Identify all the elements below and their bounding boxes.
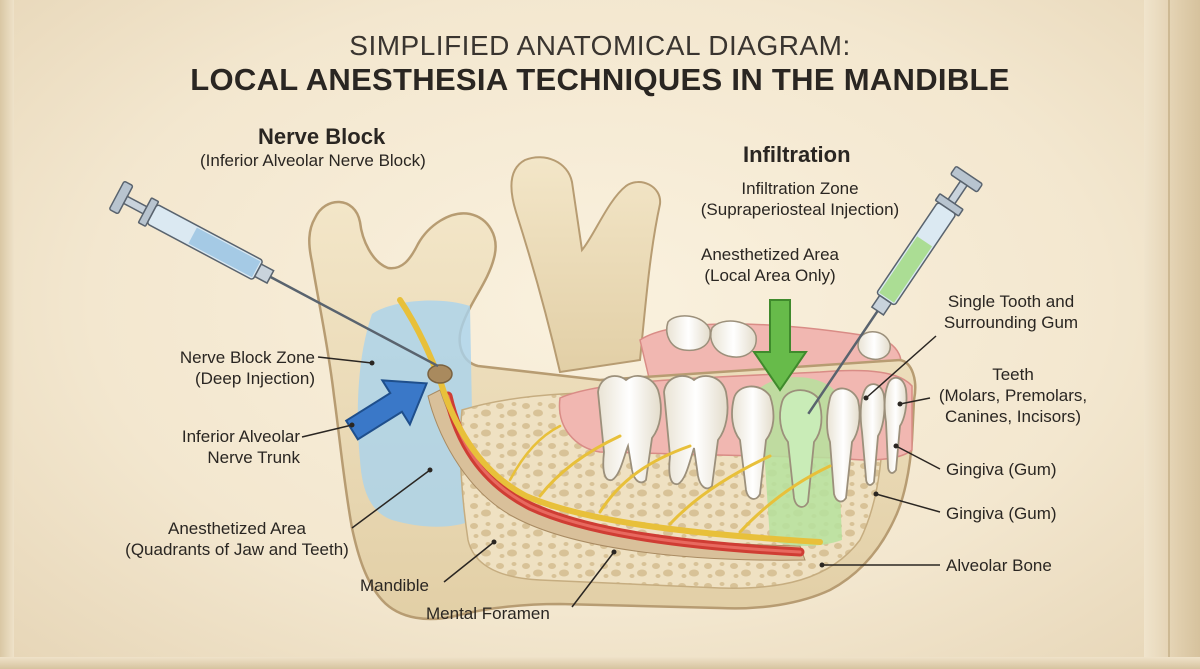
infiltration-heading: Infiltration — [743, 142, 851, 167]
nerve-block-zone-line-2: (Deep Injection) — [194, 369, 315, 388]
teeth-label: Teeth (Molars, Premolars, Canines, Incis… — [928, 364, 1098, 427]
teeth-line-3: Canines, Incisors) — [944, 407, 1082, 426]
infiltration-zone-line-1: Infiltration Zone — [741, 179, 859, 198]
leader-dots — [349, 360, 903, 568]
quadrant-area-line-2: (Quadrants of Jaw and Teeth) — [125, 540, 349, 559]
nerve-block-heading: Nerve Block — [258, 124, 386, 149]
teeth-line-1: Teeth — [992, 365, 1034, 384]
quadrant-area-line-1: Anesthetized Area — [168, 519, 306, 538]
single-tooth-line-1: Single Tooth and — [947, 292, 1075, 311]
title-line-2: LOCAL ANESTHESIA TECHNIQUES IN THE MANDI… — [190, 62, 1010, 97]
local-anesthetized-area-label: Anesthetized Area (Local Area Only) — [670, 244, 870, 286]
infiltration-zone-line-2: (Supraperiosteal Injection) — [700, 200, 900, 219]
teeth-line-2: (Molars, Premolars, — [938, 386, 1088, 405]
teeth-row — [597, 375, 908, 508]
nerve-block-zone-line-1: Nerve Block Zone — [179, 348, 315, 367]
single-tooth-line-2: Surrounding Gum — [943, 313, 1079, 332]
mandible-label: Mandible — [360, 576, 429, 595]
nerve-trunk-line-1: Inferior Alveolar — [181, 427, 300, 446]
mental-foramen-label: Mental Foramen — [426, 604, 550, 623]
alveolar-bone-label: Alveolar Bone — [946, 556, 1052, 575]
gingiva-label-1: Gingiva (Gum) — [946, 460, 1057, 479]
infiltration-arrow — [752, 299, 808, 392]
nerve-trunk-line-2: Nerve Trunk — [207, 448, 300, 467]
nerve-block-subheading: (Inferior Alveolar Nerve Block) — [200, 151, 426, 170]
page-edge-line — [1168, 0, 1170, 669]
title-line-1: SIMPLIFIED ANATOMICAL DIAGRAM: — [349, 30, 851, 61]
infiltration-syringe — [807, 166, 983, 415]
local-area-line-2: (Local Area Only) — [704, 266, 836, 285]
nerve-block-zone — [357, 300, 474, 527]
gingiva-label-2: Gingiva (Gum) — [946, 504, 1057, 523]
nerve-block-zone-label: Nerve Block Zone (Deep Injection) — [110, 347, 315, 389]
nerve-block-syringe — [109, 181, 439, 368]
single-tooth-label: Single Tooth and Surrounding Gum — [926, 291, 1096, 333]
far-ramus — [510, 156, 662, 374]
infiltration-zone-label: Infiltration Zone (Supraperiosteal Injec… — [660, 178, 940, 220]
page-edge-right — [1144, 0, 1200, 669]
leader-lines — [301, 335, 941, 608]
local-area-line-1: Anesthetized Area — [701, 245, 839, 264]
nerve-block-arrow — [344, 379, 429, 441]
page-edge-left — [0, 0, 14, 669]
mandibular-foramen — [427, 364, 453, 384]
page-edge-bottom — [0, 657, 1200, 669]
nerve-trunk-label: Inferior Alveolar Nerve Trunk — [110, 426, 300, 468]
nerve-bundle — [397, 297, 832, 557]
quadrant-anesthetized-area-label: Anesthetized Area (Quadrants of Jaw and … — [72, 518, 402, 560]
